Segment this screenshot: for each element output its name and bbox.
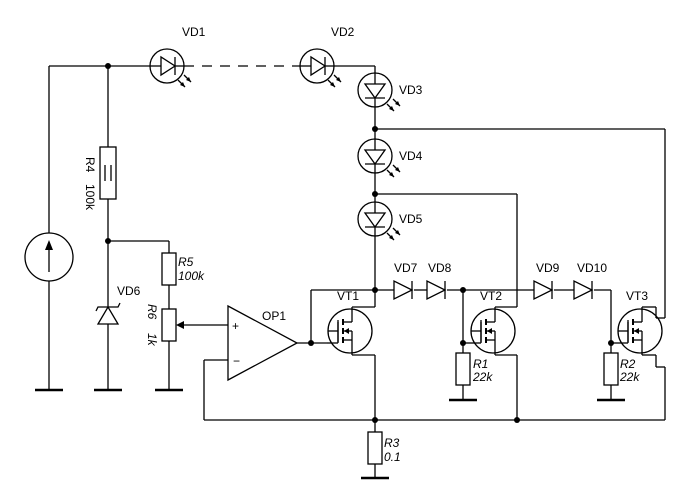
r5-label: R5 (178, 255, 194, 269)
led-vd1: VD1 (149, 25, 206, 88)
vt2-label: VT2 (480, 289, 502, 303)
ground-symbols (33, 388, 627, 480)
opamp-op1: + − OP1 (227, 304, 299, 382)
r2-label: R2 (620, 357, 636, 371)
r1-label: R1 (473, 357, 488, 371)
led-vd3: VD3 (357, 72, 423, 112)
mosfet-vt1: VT1 (327, 289, 375, 356)
mosfet-vt2: VT2 (469, 289, 517, 356)
resistor-r4: R4 100k (83, 146, 117, 211)
r5-value: 100k (178, 269, 205, 283)
r6-label: R6 (145, 304, 159, 320)
wires (48, 65, 666, 478)
r3-label: R3 (384, 436, 400, 450)
r4-value: 100k (83, 184, 97, 211)
r2-value: 22k (619, 370, 640, 384)
vt1-label: VT1 (337, 289, 359, 303)
vt3-label: VT3 (626, 289, 648, 303)
led-vd4: VD4 (357, 138, 423, 178)
led-vd5: VD5 (357, 201, 423, 241)
r4-label: R4 (83, 157, 97, 173)
zener-vd6: VD6 (95, 284, 141, 330)
diode-vd10: VD10 (573, 261, 607, 300)
vd1-label: VD1 (182, 25, 206, 39)
vd6-label: VD6 (117, 284, 141, 298)
op1-label: OP1 (262, 309, 286, 323)
r6-value: 1k (145, 333, 159, 347)
vd7-label: VD7 (394, 261, 418, 275)
op1-minus-sign: − (233, 354, 240, 368)
r3-value: 0.1 (384, 450, 401, 464)
vd5-label: VD5 (399, 212, 423, 226)
resistor-r3: R3 0.1 (367, 431, 401, 465)
vd8-label: VD8 (428, 261, 452, 275)
current-source (24, 232, 74, 282)
resistor-r5: R5 100k (161, 252, 205, 286)
vd4-label: VD4 (399, 149, 423, 163)
resistor-r2: R2 22k (603, 352, 640, 386)
diode-vd9: VD9 (533, 261, 560, 300)
vd3-label: VD3 (399, 83, 423, 97)
vd10-label: VD10 (577, 261, 607, 275)
diode-vd7: VD7 (393, 261, 418, 300)
vd2-label: VD2 (331, 25, 355, 39)
r1-value: 22k (472, 370, 493, 384)
vd9-label: VD9 (536, 261, 560, 275)
junctions (105, 63, 614, 423)
potentiometer-r6: R6 1k (145, 304, 184, 347)
resistor-r1: R1 22k (455, 352, 493, 386)
led-vd2: VD2 (299, 25, 355, 88)
op1-plus-sign: + (232, 319, 239, 333)
mosfet-vt3: VT3 (617, 289, 665, 368)
diode-vd8: VD8 (426, 261, 452, 300)
